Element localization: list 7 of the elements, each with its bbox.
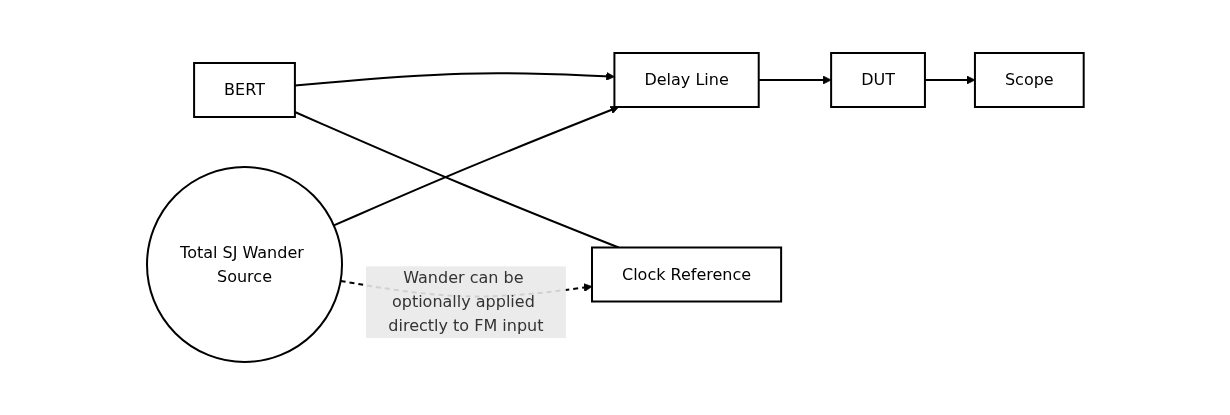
node-box: Delay Line bbox=[613, 52, 760, 108]
node-box: Clock Reference bbox=[590, 246, 782, 303]
edge-label: Wander can be optionally applied directly to FM input bbox=[387, 268, 544, 336]
node-box: DUT bbox=[829, 52, 926, 108]
node-circle: Total SJ Wander Source bbox=[145, 166, 343, 363]
node-box: BERT bbox=[192, 62, 296, 118]
node-box: Scope bbox=[973, 52, 1085, 108]
